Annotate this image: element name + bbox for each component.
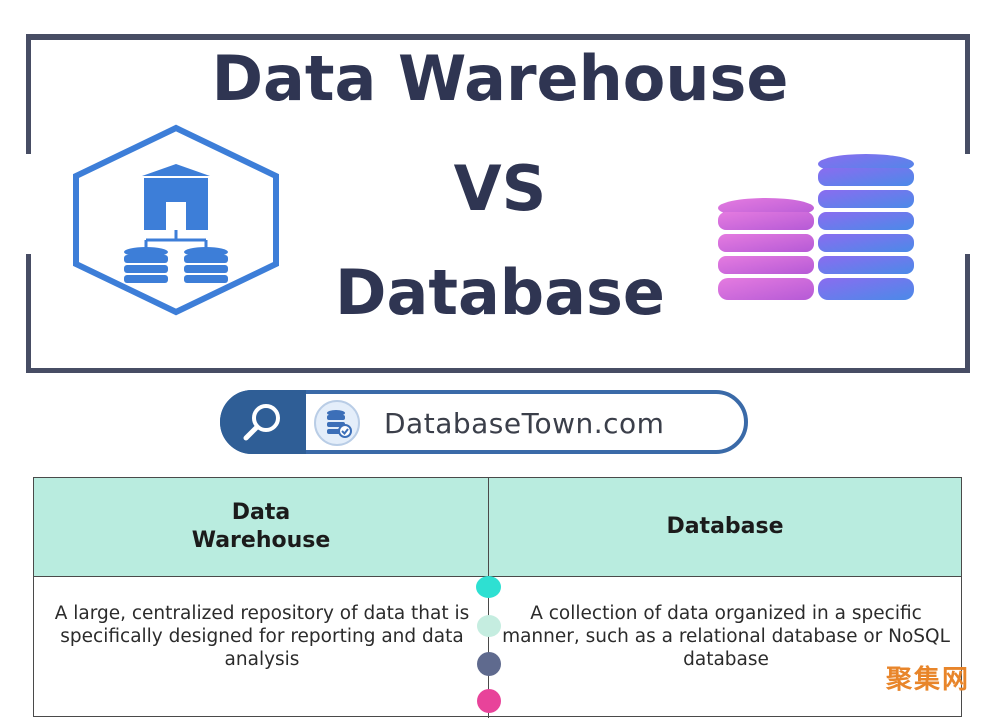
- frame-left-upper-edge: [26, 34, 31, 154]
- search-button[interactable]: [220, 390, 306, 454]
- header-data-warehouse: Data Warehouse: [191, 500, 331, 553]
- timeline-dot-teal: [476, 576, 501, 598]
- column-divider: [488, 478, 489, 718]
- comparison-table: Data Warehouse Database A large, central…: [33, 477, 962, 718]
- search-icon: [243, 404, 280, 441]
- timeline-dot-pink: [477, 689, 501, 713]
- warehouse-hexagon-icon: [73, 124, 279, 316]
- database-town-logo-icon: [314, 400, 360, 446]
- frame-right-upper-edge: [965, 34, 970, 154]
- cell-database-definition: A collection of data organized in a spec…: [502, 603, 950, 670]
- timeline-dot-mint: [477, 615, 501, 637]
- cell-warehouse-definition: A large, centralized repository of data …: [54, 603, 470, 670]
- timeline-dot-slate: [477, 652, 501, 676]
- title-data-warehouse: Data Warehouse: [211, 42, 789, 115]
- header-database: Database: [666, 514, 784, 539]
- title-database: Database: [335, 256, 665, 329]
- frame-left-lower-edge: [26, 254, 31, 372]
- frame-top-edge: [26, 34, 970, 40]
- watermark: 聚集网: [885, 665, 970, 695]
- frame-right-lower-edge: [965, 254, 970, 372]
- site-name[interactable]: DatabaseTown.com: [384, 407, 665, 440]
- frame-bottom-edge: [26, 368, 970, 373]
- search-banner: DatabaseTown.com: [220, 390, 748, 454]
- title-vs: VS: [453, 152, 547, 225]
- table-header-row: Data Warehouse Database: [34, 478, 961, 577]
- database-stacks-icon: [718, 154, 914, 300]
